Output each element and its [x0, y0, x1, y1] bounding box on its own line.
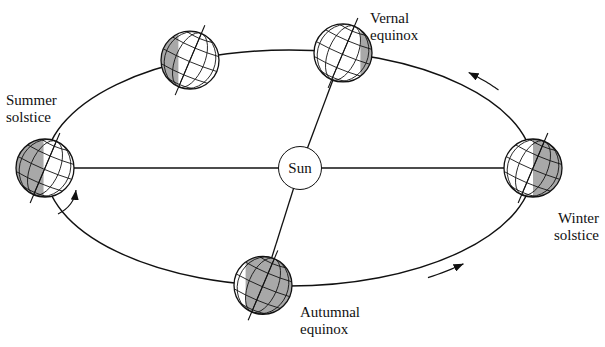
- season-label: Vernal equinox: [370, 10, 418, 44]
- earth-globe: [148, 14, 231, 107]
- sun-earth-line: [300, 167, 533, 168]
- rotation-arrow: [58, 190, 76, 214]
- orbit-ellipse: [45, 50, 533, 286]
- sun-label: Sun: [288, 160, 311, 177]
- season-label: Autumnal equinox: [300, 304, 360, 338]
- direction-arrow: [428, 264, 464, 278]
- earth-globe: [221, 239, 304, 332]
- earth-globe: [3, 122, 86, 215]
- sun-circle: Sun: [278, 146, 322, 190]
- earth-globe: [491, 122, 574, 215]
- season-label: Summer solstice: [6, 92, 57, 126]
- sun-earth-line: [45, 167, 300, 168]
- direction-arrow: [469, 72, 499, 90]
- season-label: Winter solstice: [554, 210, 599, 244]
